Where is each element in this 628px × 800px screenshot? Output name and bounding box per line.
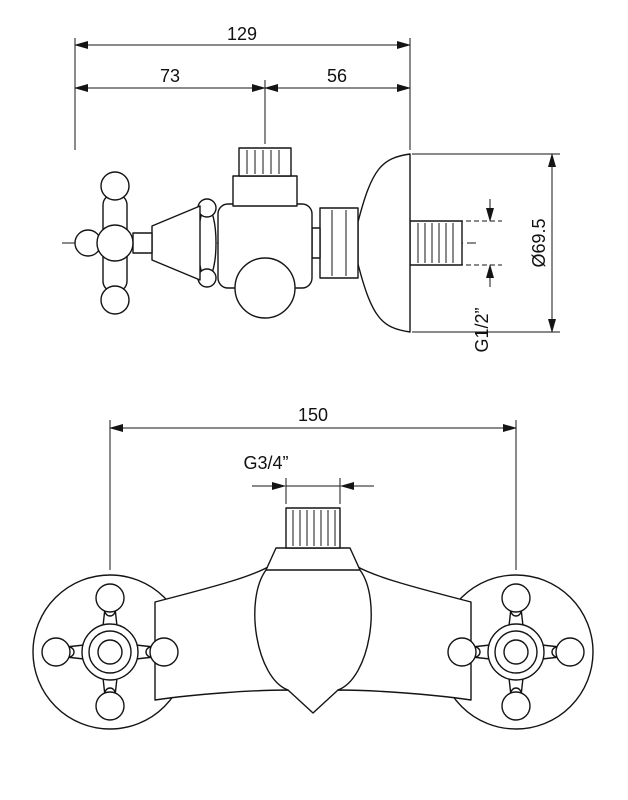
dim-overall-width-label: 129: [227, 24, 257, 44]
dim-wall-thread: G1/2”: [458, 199, 502, 353]
dim-73-56: 73 56: [74, 66, 411, 144]
left-cross-handle: [41, 583, 179, 721]
dim-outlet-thread-label: G3/4”: [243, 453, 288, 473]
dim-flange-diameter: Ø69.5: [412, 153, 560, 333]
right-cross-handle: [447, 583, 585, 721]
wall-pipe: [409, 220, 463, 266]
front-outlet-nipple: [265, 507, 361, 571]
dim-73-label: 73: [160, 66, 180, 86]
dim-center-distance-label: 150: [298, 405, 328, 425]
valve-body: [217, 203, 313, 319]
body-shield-right: [337, 569, 372, 691]
cross-handle-side: [74, 171, 134, 315]
dim-wall-thread-label: G1/2”: [472, 307, 492, 352]
wall-flange: [357, 153, 411, 333]
dim-flange-diameter-label: Ø69.5: [529, 218, 549, 267]
front-view: 150 G3/4”: [32, 405, 594, 730]
dim-overall-width: 129: [74, 24, 411, 150]
mixer-body: [154, 565, 472, 714]
handle-neck: [132, 232, 153, 254]
top-outlet-nipple: [232, 147, 298, 207]
body-shield-left: [254, 569, 289, 691]
dim-outlet-thread: G3/4”: [243, 453, 374, 504]
side-view: 129 73 56 Ø69.5 G1/2”: [62, 24, 560, 353]
bead-collar: [197, 198, 217, 288]
dim-center-distance: 150: [109, 405, 517, 570]
dim-56-label: 56: [327, 66, 347, 86]
connection-nut: [311, 207, 359, 279]
handle-cone: [151, 205, 201, 281]
